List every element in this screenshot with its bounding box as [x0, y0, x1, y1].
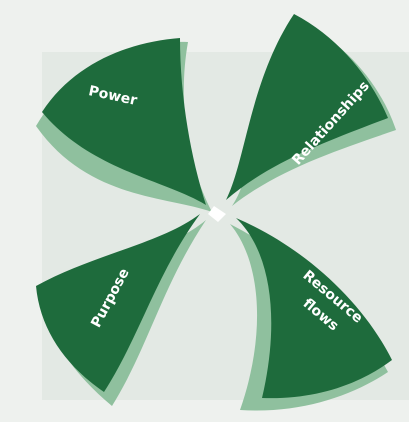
petal-purpose: Purpose — [36, 214, 206, 406]
petal-power: Power — [36, 38, 212, 212]
center-knot — [208, 206, 226, 222]
petal-power-body — [42, 38, 206, 205]
petal-relationships-body — [226, 14, 388, 200]
petal-purpose-body — [36, 214, 200, 392]
petal-resource-flows: Resource flows — [230, 218, 392, 411]
petal-relationships: Relationships — [226, 14, 396, 206]
petal-resource-flows-body — [236, 218, 392, 399]
